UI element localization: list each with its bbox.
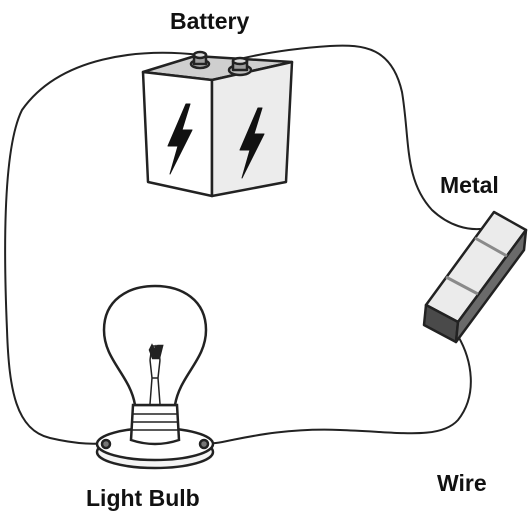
bulb-element	[148, 343, 164, 360]
lightning-bolt-icon	[167, 103, 193, 175]
light-bulb-icon	[95, 284, 215, 470]
battery-terminal-positive	[227, 56, 253, 77]
wire-left	[4, 51, 201, 445]
wire-loop	[4, 44, 489, 445]
screw-right	[198, 438, 210, 450]
metal-label: Metal	[440, 172, 499, 198]
metal-band-line	[445, 275, 479, 296]
battery-icon	[141, 50, 294, 198]
metal-bar-icon	[422, 210, 528, 344]
wire-label: Wire	[437, 470, 487, 496]
wire-bottom-right	[204, 335, 472, 445]
lightning-bolt-icon	[239, 107, 265, 179]
battery-label: Battery	[170, 8, 250, 34]
metal-end-face	[454, 228, 528, 344]
bulb-socket	[129, 403, 181, 446]
battery-terminal-negative	[189, 50, 211, 70]
light-bulb-label: Light Bulb	[86, 485, 200, 511]
bulb-filament	[149, 359, 161, 405]
wire-top-right	[243, 44, 489, 230]
screw-left	[100, 438, 112, 450]
metal-band-line	[474, 236, 508, 258]
